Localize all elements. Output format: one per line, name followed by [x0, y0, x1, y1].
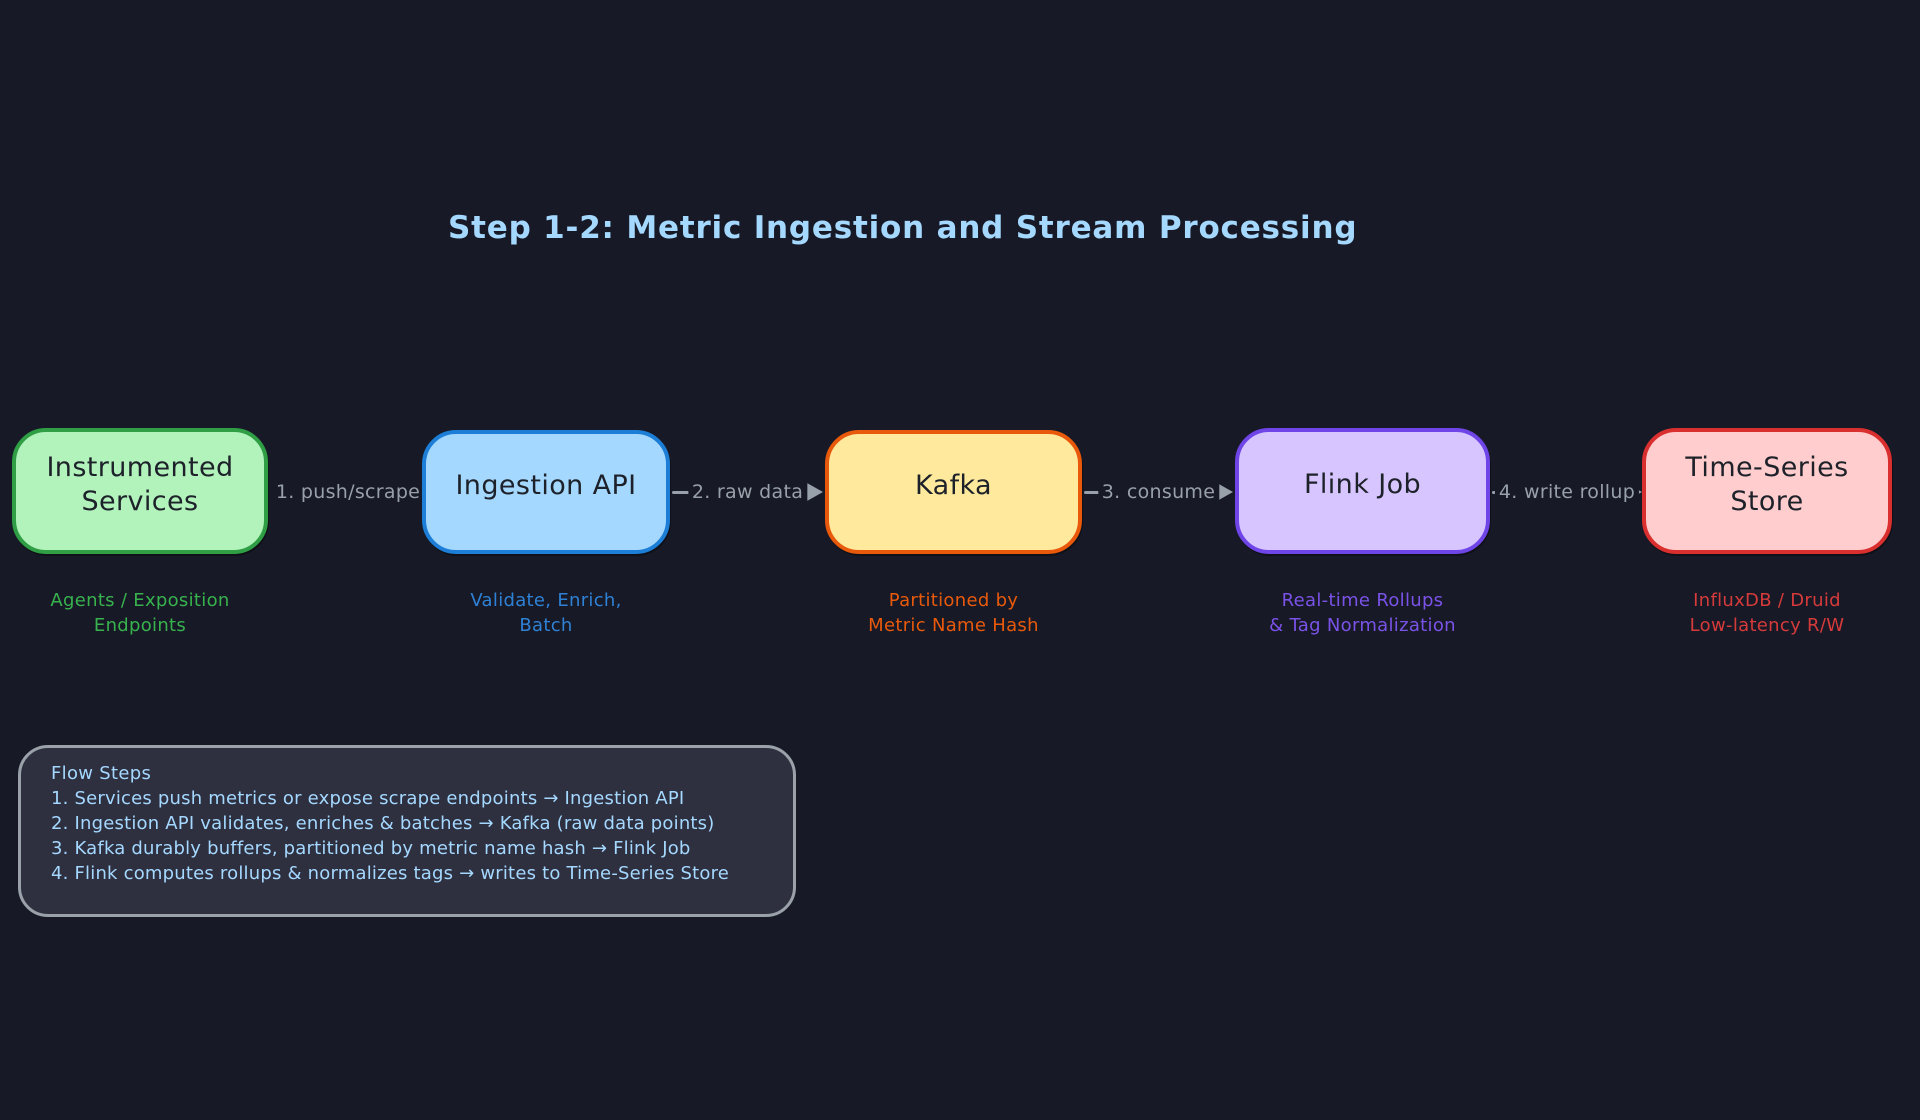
- node-instrumented-services: Instrumented Services: [12, 428, 268, 554]
- node-time-series-store: Time-Series Store: [1642, 428, 1892, 554]
- node-flink-job: Flink Job: [1235, 428, 1490, 554]
- flow-steps-panel: Flow Steps 1. Services push metrics or e…: [18, 745, 796, 917]
- node-subtitle-line: InfluxDB / Druid: [1693, 590, 1841, 611]
- node-label: Time-Series Store: [1685, 451, 1848, 519]
- node-label-line: Flink Job: [1303, 469, 1422, 500]
- node-label: Flink Job: [1304, 468, 1421, 502]
- node-subtitle-time-series-store: InfluxDB / Druid Low-latency R/W: [1612, 588, 1920, 638]
- flow-step-1: 1. Services push metrics or expose scrap…: [51, 788, 685, 809]
- arrow-label: 2. raw data: [687, 480, 808, 504]
- node-subtitle-line: Metric Name Hash: [868, 615, 1039, 636]
- node-subtitle-line: Validate, Enrich,: [470, 590, 622, 611]
- node-label-line: Kafka: [915, 470, 992, 501]
- flow-step-3: 3. Kafka durably buffers, partitioned by…: [51, 838, 691, 859]
- node-label-line: Store: [1730, 486, 1804, 517]
- flow-step-4: 4. Flink computes rollups & normalizes t…: [51, 863, 730, 884]
- arrow-consume: 3. consume: [1084, 480, 1233, 504]
- node-label-line: Services: [81, 486, 199, 517]
- node-subtitle-instrumented-services: Agents / Exposition Endpoints: [0, 588, 298, 638]
- node-label-line: Ingestion API: [455, 470, 637, 501]
- node-subtitle-line: Agents / Exposition: [50, 590, 230, 611]
- arrow-push-scrape: 1. push/scrape: [271, 480, 425, 504]
- arrow-write-rollup: 4. write rollup: [1492, 480, 1642, 504]
- node-label: Ingestion API: [455, 469, 636, 503]
- node-label-line: Time-Series: [1685, 452, 1849, 483]
- arrow-head-icon: [807, 483, 823, 501]
- node-label: Kafka: [915, 469, 992, 503]
- arrow-raw-data: 2. raw data: [672, 480, 823, 504]
- node-subtitle-line: Partitioned by: [888, 590, 1019, 611]
- arrow-label: 1. push/scrape: [271, 480, 425, 504]
- diagram-title: Step 1-2: Metric Ingestion and Stream Pr…: [448, 210, 1358, 246]
- node-label-line: Instrumented: [46, 452, 234, 483]
- arrow-label: 4. write rollup: [1494, 480, 1640, 504]
- node-subtitle-line: Low-latency R/W: [1689, 615, 1845, 636]
- node-subtitle-line: Real-time Rollups: [1281, 590, 1444, 611]
- node-label: Instrumented Services: [46, 451, 233, 519]
- arrow-label: 3. consume: [1097, 480, 1220, 504]
- flow-steps-title: Flow Steps: [51, 763, 152, 784]
- node-ingestion-api: Ingestion API: [422, 430, 670, 554]
- node-kafka: Kafka: [825, 430, 1082, 554]
- node-subtitle-line: Endpoints: [93, 615, 187, 636]
- node-subtitle-line: Batch: [519, 615, 573, 636]
- node-subtitle-flink-job: Real-time Rollups & Tag Normalization: [1205, 588, 1520, 638]
- node-subtitle-kafka: Partitioned by Metric Name Hash: [795, 588, 1112, 638]
- node-subtitle-line: & Tag Normalization: [1269, 615, 1456, 636]
- arrow-head-icon: [1217, 483, 1233, 501]
- flow-step-2: 2. Ingestion API validates, enriches & b…: [51, 813, 715, 834]
- node-subtitle-ingestion-api: Validate, Enrich, Batch: [392, 588, 700, 638]
